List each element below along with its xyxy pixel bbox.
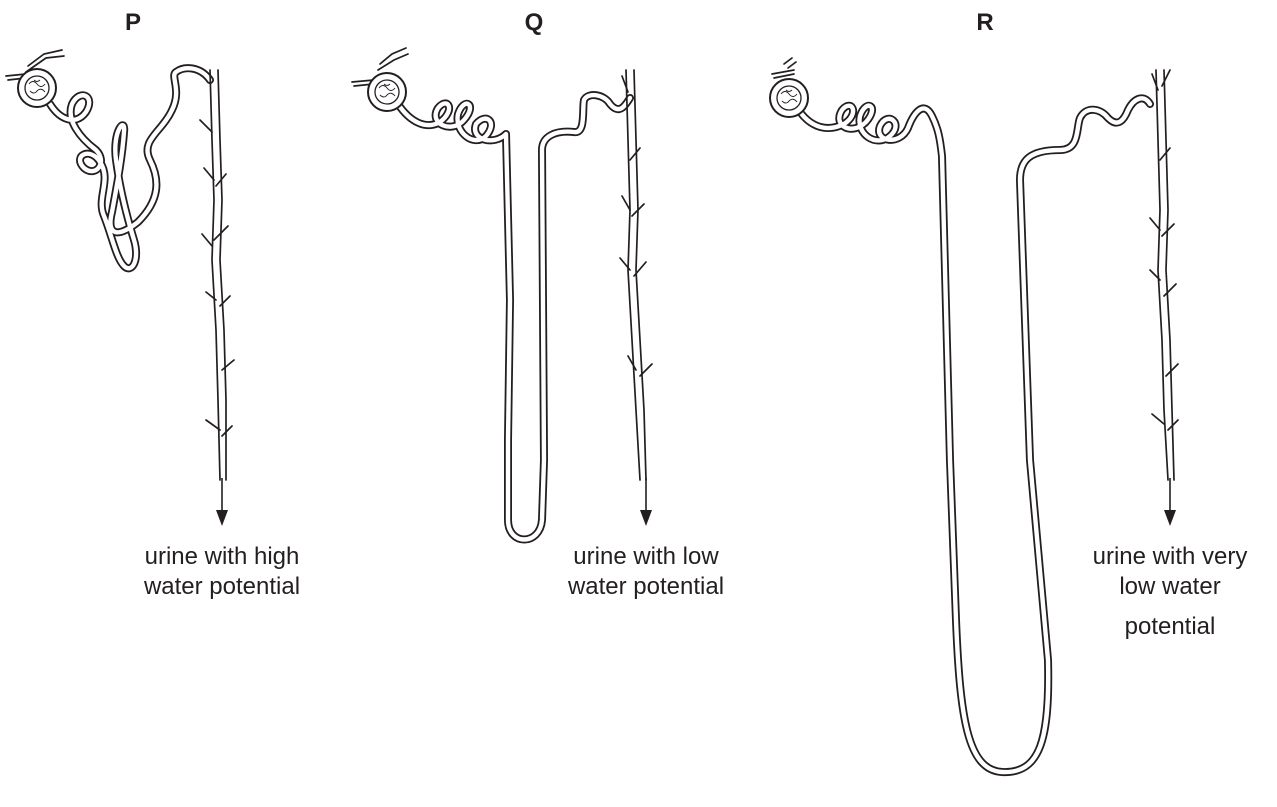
glomerulus-r bbox=[777, 86, 801, 110]
nephron-r: R urine with very low water potential bbox=[770, 9, 1247, 772]
collecting-duct-p bbox=[200, 70, 234, 480]
arterioles-r bbox=[772, 58, 796, 78]
tubule-q bbox=[398, 95, 630, 539]
collecting-duct-r bbox=[1150, 70, 1178, 480]
caption-p-line-1: urine with high bbox=[145, 543, 300, 570]
collecting-duct-q bbox=[620, 70, 652, 480]
caption-p-line-2: water potential bbox=[143, 573, 300, 600]
caption-q-line-2: water potential bbox=[567, 573, 724, 600]
glomerulus-p bbox=[25, 76, 49, 100]
caption-r-line-3: potential bbox=[1125, 613, 1216, 640]
nephron-label-r: R bbox=[976, 9, 993, 36]
nephron-label-p: P bbox=[125, 9, 141, 36]
urine-arrow-p bbox=[216, 478, 228, 526]
caption-r-line-2: low water bbox=[1119, 573, 1220, 600]
caption-q-line-1: urine with low bbox=[573, 543, 719, 570]
nephron-label-q: Q bbox=[525, 9, 544, 36]
glomerulus-q bbox=[375, 80, 399, 104]
urine-arrow-q bbox=[640, 478, 652, 526]
tubule-r bbox=[800, 98, 1150, 772]
nephron-p: P urine with high water potential bbox=[6, 9, 300, 600]
nephron-q: Q urine with low water potential bbox=[352, 9, 724, 600]
urine-arrow-r bbox=[1164, 478, 1176, 526]
tubule-p bbox=[50, 68, 210, 268]
caption-r-line-1: urine with very bbox=[1093, 543, 1248, 570]
